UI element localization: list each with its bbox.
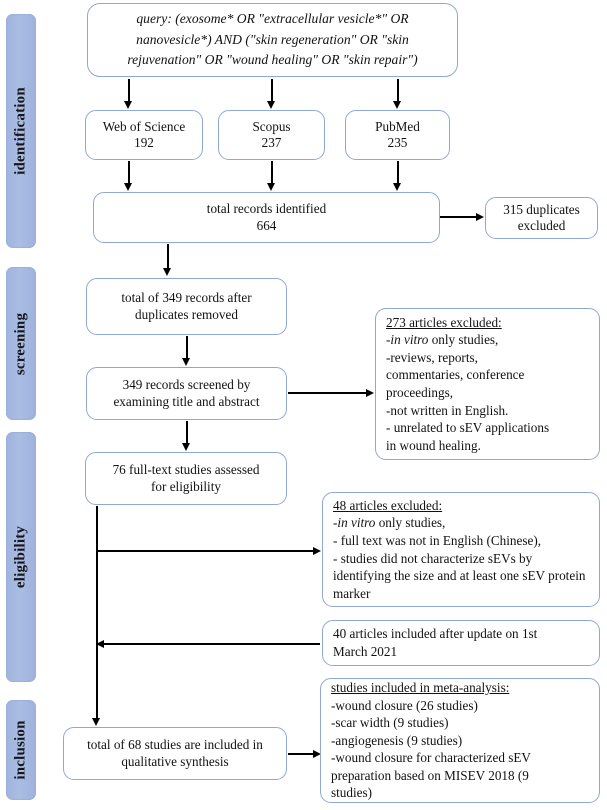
excluded48-line-3: - studies did not characterize sEVs by i… (333, 550, 586, 601)
scopus-count: 237 (261, 135, 282, 150)
query-line-3: rejuvenation" OR "wound healing" OR "ski… (127, 52, 418, 68)
pubmed-name: PubMed (375, 118, 420, 134)
excluded273-item-3: proceedings, (386, 385, 454, 400)
box-excluded-48: 48 articles excluded: -in vitro only stu… (322, 492, 600, 607)
update40-line-2: March 2021 (333, 644, 398, 659)
connector-query-to-wos (128, 79, 130, 102)
connector-scopus-to-total (271, 161, 273, 184)
after-duplicates-line-1: total of 349 records after (121, 290, 252, 305)
excluded48-line-2: - full text was not in English (Chinese)… (333, 532, 542, 548)
box-duplicates-excluded: 315 duplicates excluded (485, 197, 598, 239)
wos-name: Web of Science (102, 118, 186, 134)
excluded273-item-4: -not written in English. (386, 402, 509, 418)
connector-wos-to-total (128, 161, 130, 184)
connector-update40-to-spine (104, 643, 320, 645)
pubmed-count: 235 (387, 135, 408, 150)
arrowhead-spine-to-total68 (92, 718, 100, 726)
query-line-2: nanovesicle*) AND ("skin regeneration" O… (136, 31, 409, 47)
excluded273-item-2: commentaries, conference (386, 367, 525, 383)
excluded273-item-5: - unrelated to sEV applications (386, 420, 550, 436)
connector-screened-to-fulltext (186, 421, 188, 443)
connector-screened-to-excluded273 (288, 392, 367, 394)
box-query: query: (exosome* OR "extracellular vesic… (87, 3, 458, 77)
excluded273-heading: 273 articles excluded: (386, 314, 502, 330)
meta-item-0: -wound closure (26 studies) (331, 697, 478, 713)
excluded273-item-0: -in vitro only studies, (386, 332, 499, 348)
connector-query-to-scopus (271, 79, 273, 102)
arrowhead-screened-to-excluded273 (366, 388, 374, 397)
connector-pubmed-to-total (397, 161, 399, 184)
arrowhead-query-to-wos (124, 101, 132, 109)
box-meta-analysis: studies included in meta-analysis: -woun… (320, 678, 600, 803)
meta-item-5: studies) (331, 785, 373, 801)
arrowhead-screened-to-fulltext (182, 443, 190, 451)
phase-label-eligibility: eligibility (12, 525, 29, 589)
after-duplicates-line-2: duplicates removed (135, 306, 238, 322)
box-after-duplicates-removed: total of 349 records after duplicates re… (86, 278, 287, 335)
phase-label-screening: screening (12, 312, 29, 375)
total68-line-1: total of 68 studies are included in (87, 737, 263, 752)
total-records-label: total records identified (206, 201, 327, 216)
records-screened-line-2: examining title and abstract (113, 393, 260, 409)
excluded273-item-6: in wound healing. (386, 437, 481, 453)
arrowhead-scopus-to-total (267, 183, 275, 191)
arrowhead-total68-to-meta (313, 749, 321, 758)
box-total-68-studies: total of 68 studies are included in qual… (63, 727, 287, 780)
box-records-screened: 349 records screened by examining title … (86, 367, 287, 420)
total-records-count: 664 (256, 217, 277, 233)
meta-item-2: -angiogenesis (9 studies) (331, 732, 463, 748)
meta-item-4: preparation based on MISEV 2018 (9 (331, 767, 529, 783)
box-total-records: total records identified 664 (93, 192, 440, 243)
arrowhead-total-to-after-duplicates (163, 268, 171, 276)
update40-line-1: 40 articles included after update on 1st (333, 626, 538, 642)
box-excluded-273: 273 articles excluded: -in vitro only st… (375, 308, 600, 460)
box-pubmed: PubMed 235 (345, 110, 450, 160)
meta-item-3: -wound closure for characterized sEV (331, 750, 531, 766)
arrowhead-total-to-duplicates (476, 212, 484, 221)
wos-count: 192 (134, 135, 154, 150)
phase-label-identification: identification (12, 87, 29, 175)
query-line-1: query: (exosome* OR "extracellular vesic… (136, 11, 409, 27)
duplicates-line-2: excluded (517, 218, 566, 233)
arrowhead-after-duplicates-to-screened (182, 358, 190, 366)
phase-bar-screening: screening (6, 267, 36, 420)
connector-total-to-after-duplicates (167, 244, 169, 269)
arrowhead-pubmed-to-total (393, 183, 401, 191)
fulltext-line-2: for eligibility (151, 478, 221, 494)
phase-bar-eligibility: eligibility (6, 432, 36, 682)
excluded273-item-1: -reviews, reports, (386, 349, 478, 365)
connector-after-duplicates-to-screened (186, 336, 188, 359)
connector-total-to-duplicates (440, 216, 477, 218)
box-web-of-science: Web of Science 192 (85, 110, 203, 160)
scopus-name: Scopus (252, 118, 291, 134)
phase-bar-identification: identification (6, 14, 36, 248)
meta-item-1: -scar width (9 studies) (331, 715, 449, 731)
arrowhead-query-to-scopus (267, 101, 275, 109)
connector-total68-to-meta (288, 753, 314, 755)
box-scopus: Scopus 237 (218, 110, 325, 160)
connector-query-to-pubmed (397, 79, 399, 102)
fulltext-line-1: 76 full-text studies assessed (112, 462, 260, 477)
records-screened-line-1: 349 records screened by (122, 377, 251, 392)
arrowhead-wos-to-total (124, 183, 132, 191)
arrowhead-query-to-pubmed (393, 101, 401, 109)
arrowhead-spine-to-excluded48 (313, 546, 321, 555)
excluded48-heading: 48 articles excluded: (333, 497, 443, 513)
arrowhead-update40-to-spine (96, 639, 104, 648)
duplicates-line-1: 315 duplicates (503, 201, 580, 217)
total68-line-2: qualitative synthesis (121, 753, 229, 769)
box-full-text-assessed: 76 full-text studies assessed for eligib… (85, 452, 287, 505)
connector-eligibility-spine (96, 506, 98, 721)
excluded48-line-invitro: -in vitro only studies, (333, 515, 446, 531)
meta-heading: studies included in meta-analysis: (331, 680, 510, 696)
connector-spine-to-excluded48 (96, 550, 314, 552)
phase-label-inclusion: inclusion (12, 720, 29, 780)
phase-bar-inclusion: inclusion (6, 700, 36, 800)
box-update-40-articles: 40 articles included after update on 1st… (322, 620, 600, 666)
